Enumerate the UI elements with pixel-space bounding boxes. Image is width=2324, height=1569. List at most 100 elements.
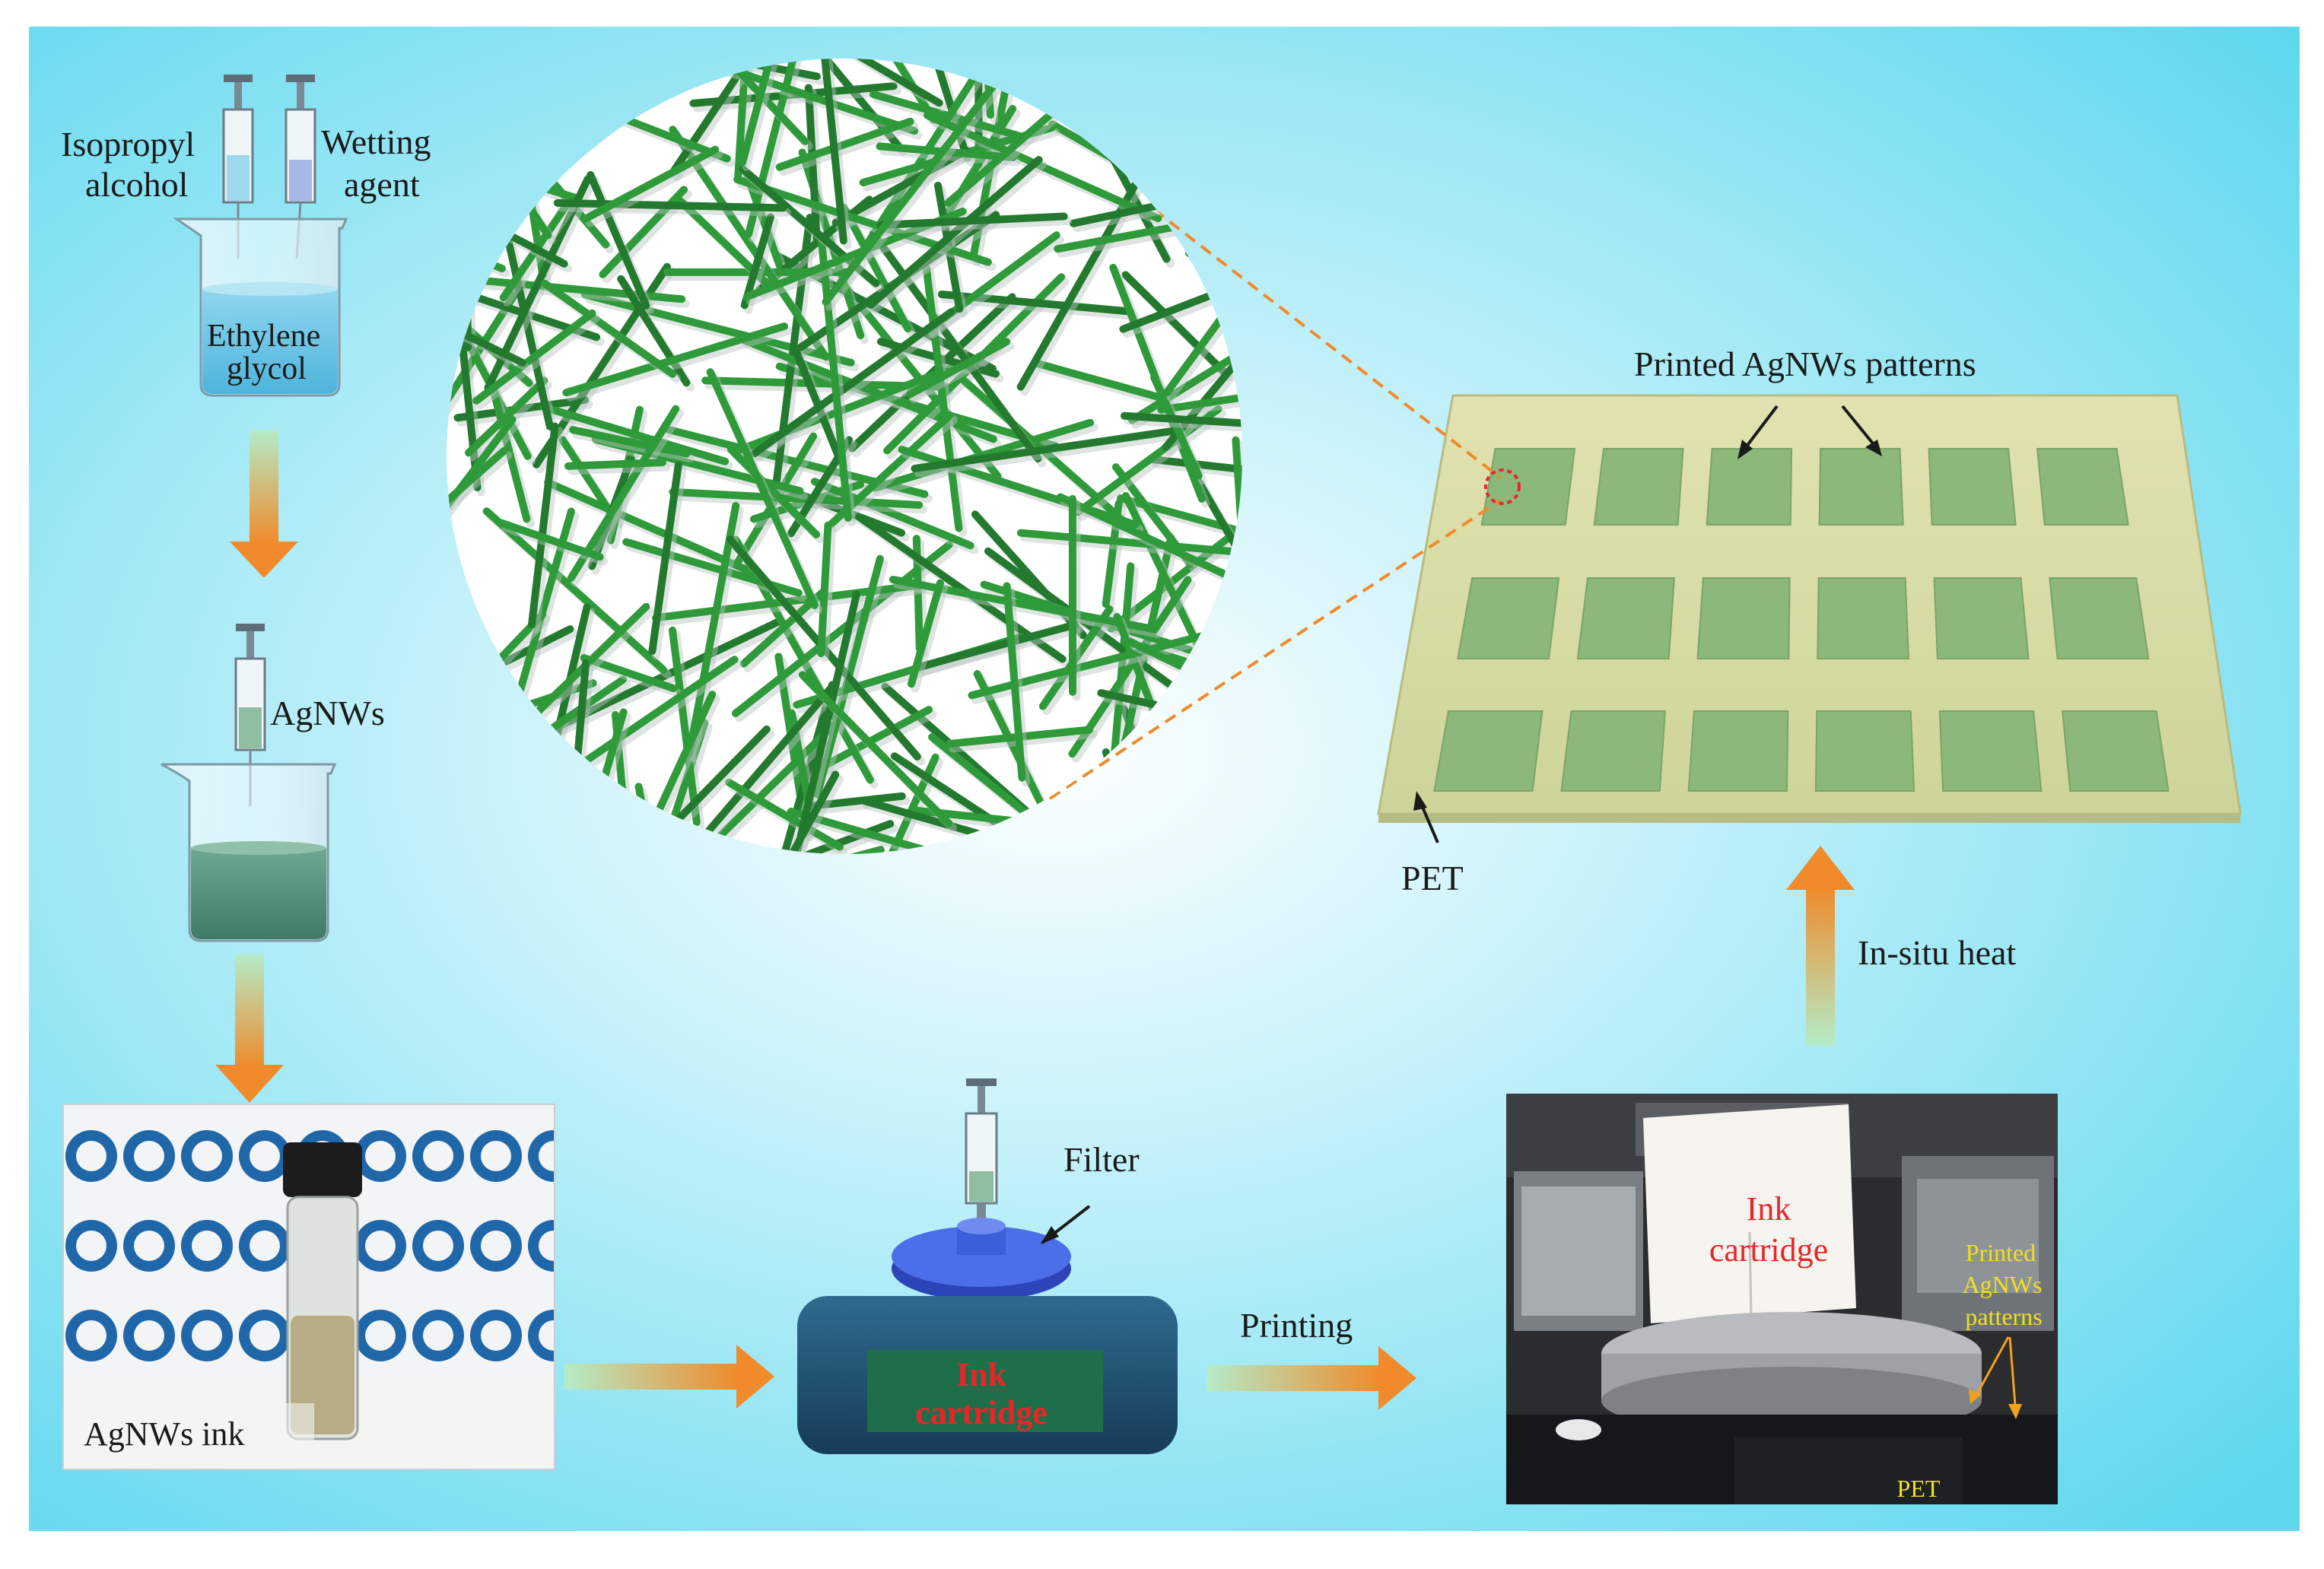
nanowire	[663, 725, 771, 836]
nanowire	[798, 671, 953, 827]
nanowire	[685, 502, 740, 758]
nanowire	[733, 176, 992, 266]
nanowire-shadow	[1042, 609, 1117, 716]
nanowire	[669, 125, 830, 360]
printed-pattern	[1814, 710, 1915, 792]
wallpaper-dot-inner	[134, 1231, 164, 1261]
nanowire-shadow	[820, 526, 836, 662]
printed-pattern	[1687, 710, 1789, 792]
nanowire-shadow	[692, 86, 902, 113]
nanowire-shadow	[1160, 379, 1242, 419]
wallpaper-dot-inner	[539, 1141, 555, 1171]
nanowire-shadow	[1124, 416, 1242, 441]
nanowire-shadow	[972, 73, 1017, 266]
nanowire-shadow	[1020, 149, 1164, 396]
nanowire	[453, 395, 590, 422]
photo-printed-label: Printed	[1966, 1239, 2036, 1266]
nanowire	[869, 230, 1042, 463]
nanowire-shadow	[822, 710, 937, 776]
syringe-icon	[234, 624, 266, 806]
wallpaper-dot-inner	[250, 1231, 280, 1261]
nanowire	[564, 459, 666, 470]
nanowire	[739, 335, 997, 443]
nanowire-shadow	[911, 583, 949, 693]
pet-label: PET	[1401, 859, 1464, 897]
photo-ink-label: Ink	[1747, 1190, 1791, 1228]
nanowire	[482, 507, 668, 674]
nanowire	[928, 733, 1029, 817]
nanowire	[469, 275, 686, 303]
nanowire-shadow	[919, 625, 1083, 676]
glycol-label: glycol	[227, 351, 307, 386]
nanowire	[906, 338, 1011, 399]
nanowire	[447, 415, 517, 606]
arrow-up: In-situ heat	[1786, 846, 2016, 1046]
nanowire-shadow	[641, 720, 847, 854]
nanowire-shadow	[870, 160, 1048, 314]
nanowire	[669, 488, 924, 509]
nanowire-shadow	[520, 623, 785, 754]
arrow-right-1	[564, 1345, 774, 1409]
nanowire	[742, 170, 784, 271]
printed-pattern	[1560, 710, 1666, 792]
nanowire-shadow	[737, 437, 822, 571]
nanowire	[582, 145, 720, 223]
nanowire	[706, 368, 819, 609]
wallpaper-dot-inner	[481, 1141, 511, 1171]
wallpaper-dot-inner	[192, 1231, 222, 1261]
nanowire-shadow	[585, 150, 723, 227]
nanowire	[876, 212, 1068, 229]
nanowire	[806, 792, 906, 810]
nanowire	[562, 322, 788, 397]
nanowire-shadow	[456, 400, 593, 427]
printed-pattern	[1480, 448, 1576, 526]
nanowire	[1128, 324, 1242, 424]
nanowire	[1150, 373, 1203, 480]
nanowire	[569, 426, 691, 458]
wallpaper-dot-inner	[423, 1320, 453, 1351]
nanowire	[817, 521, 832, 658]
nanowire	[1034, 360, 1171, 403]
nanowire-shadow	[652, 723, 713, 854]
nanowire-shadow	[748, 59, 811, 243]
nanowire-shadow	[835, 151, 974, 231]
wallpaper-dot-inner	[423, 1141, 453, 1171]
beaker-solvent: Isopropyl alcohol Wetting agent Ethylene…	[61, 75, 431, 397]
printed-pattern	[2036, 448, 2129, 526]
nanowire	[715, 59, 943, 107]
nanowire	[827, 411, 954, 528]
nanowire	[984, 547, 1182, 694]
nanowire	[540, 279, 677, 378]
ink-cartridge-group: Ink cartridge Filter	[797, 1078, 1178, 1454]
printing-label: Printing	[1240, 1306, 1353, 1345]
nanowire	[1232, 436, 1242, 677]
nanowire-shadow	[1020, 533, 1240, 561]
nanowire-shadow	[531, 427, 564, 634]
wallpaper-dot-inner	[423, 1231, 453, 1261]
nanowire-shadow	[754, 312, 959, 462]
nanowire	[1162, 235, 1242, 452]
printed-pattern	[1433, 710, 1544, 792]
nanowire-network	[447, 59, 1242, 854]
nanowire	[844, 59, 938, 124]
arrow-down-1	[230, 430, 298, 578]
nanowire	[790, 590, 860, 854]
nanowire-shadow	[909, 341, 1015, 404]
printed-patterns-label: Printed AgNWs patterns	[1634, 345, 1976, 383]
filter-icon	[892, 1218, 1071, 1314]
nanowire	[866, 156, 1043, 309]
arrow-down-2	[215, 954, 284, 1103]
agent-label: agent	[344, 165, 420, 204]
nanowire-shadow	[797, 214, 1004, 358]
photo-patterns-label: patterns	[1965, 1303, 2042, 1330]
wallpaper-dot-inner	[192, 1320, 222, 1351]
nanowire	[1121, 271, 1229, 377]
wallpaper-dot-inner	[481, 1320, 511, 1351]
printed-pattern	[1696, 577, 1791, 659]
nanowire	[638, 716, 843, 854]
nanowire	[911, 426, 1181, 473]
nanowire	[924, 111, 1162, 223]
nanowire	[1110, 562, 1135, 765]
alcohol-label: alcohol	[85, 165, 188, 204]
